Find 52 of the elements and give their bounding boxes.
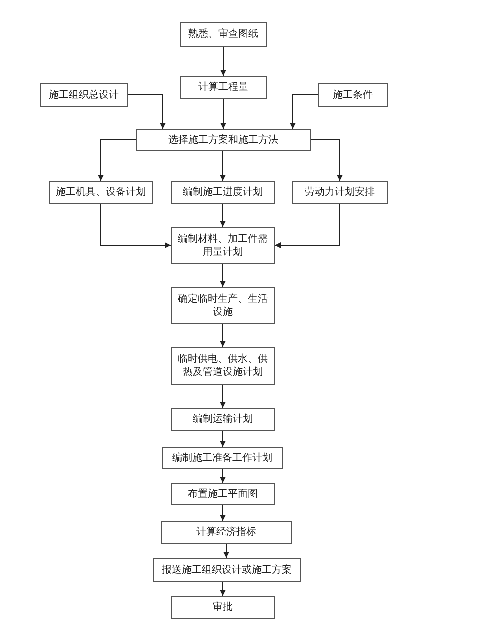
process-box bbox=[153, 558, 301, 582]
arrow bbox=[290, 94, 318, 130]
step-text: 施工机具、设备计划 bbox=[56, 186, 146, 199]
process-box bbox=[292, 181, 388, 204]
step-text: 选择施工方案和施工方法 bbox=[168, 134, 278, 146]
step-text: 审批 bbox=[213, 601, 233, 614]
arrow bbox=[128, 94, 166, 130]
arrow bbox=[220, 504, 226, 522]
arrow bbox=[220, 324, 226, 348]
process-box bbox=[180, 76, 267, 99]
step-text: 施工组织总设计 bbox=[49, 88, 119, 102]
arrow bbox=[220, 46, 226, 76]
step-text: 计算工程量 bbox=[198, 81, 248, 94]
process-box bbox=[171, 347, 275, 385]
step-text: 施工条件 bbox=[333, 88, 373, 102]
arrow bbox=[310, 140, 343, 182]
process-box bbox=[171, 596, 275, 619]
process-box bbox=[171, 227, 275, 264]
step-text: 编制施工进度计划 bbox=[183, 186, 263, 199]
process-box bbox=[171, 287, 275, 324]
arrow bbox=[220, 98, 226, 130]
process-box bbox=[161, 521, 292, 544]
arrow bbox=[98, 140, 136, 182]
step-text: 编制材料、加工件需用量计划 bbox=[177, 232, 269, 258]
step-text: 编制施工准备工作计划 bbox=[172, 452, 272, 464]
step-text: 报送施工组织设计或施工方案 bbox=[162, 564, 292, 576]
arrow bbox=[220, 264, 226, 288]
arrow bbox=[220, 468, 226, 484]
arrow bbox=[100, 204, 172, 248]
process-box bbox=[171, 408, 275, 431]
process-box bbox=[318, 83, 388, 107]
process-box bbox=[40, 83, 128, 107]
process-box bbox=[162, 447, 283, 469]
arrow bbox=[220, 384, 226, 408]
arrow bbox=[274, 204, 340, 248]
process-box bbox=[180, 22, 267, 47]
step-text: 劳动力计划安排 bbox=[305, 186, 375, 199]
process-box bbox=[171, 483, 275, 505]
arrow bbox=[220, 204, 226, 228]
step-text: 确定临时生产、生活设施 bbox=[177, 292, 269, 318]
process-box bbox=[136, 129, 311, 151]
step-text: 编制运输计划 bbox=[193, 413, 253, 426]
step-text: 熟悉、审查图纸 bbox=[188, 28, 258, 41]
arrow bbox=[220, 150, 226, 182]
process-box bbox=[171, 181, 275, 204]
step-text: 计算经济指标 bbox=[196, 526, 256, 539]
arrow bbox=[220, 582, 226, 596]
arrow bbox=[224, 544, 230, 558]
step-text: 布置施工平面图 bbox=[188, 488, 258, 500]
process-box bbox=[49, 181, 153, 204]
arrow bbox=[220, 430, 226, 448]
step-text: 临时供电、供水、供热及管道设施计划 bbox=[177, 353, 269, 379]
